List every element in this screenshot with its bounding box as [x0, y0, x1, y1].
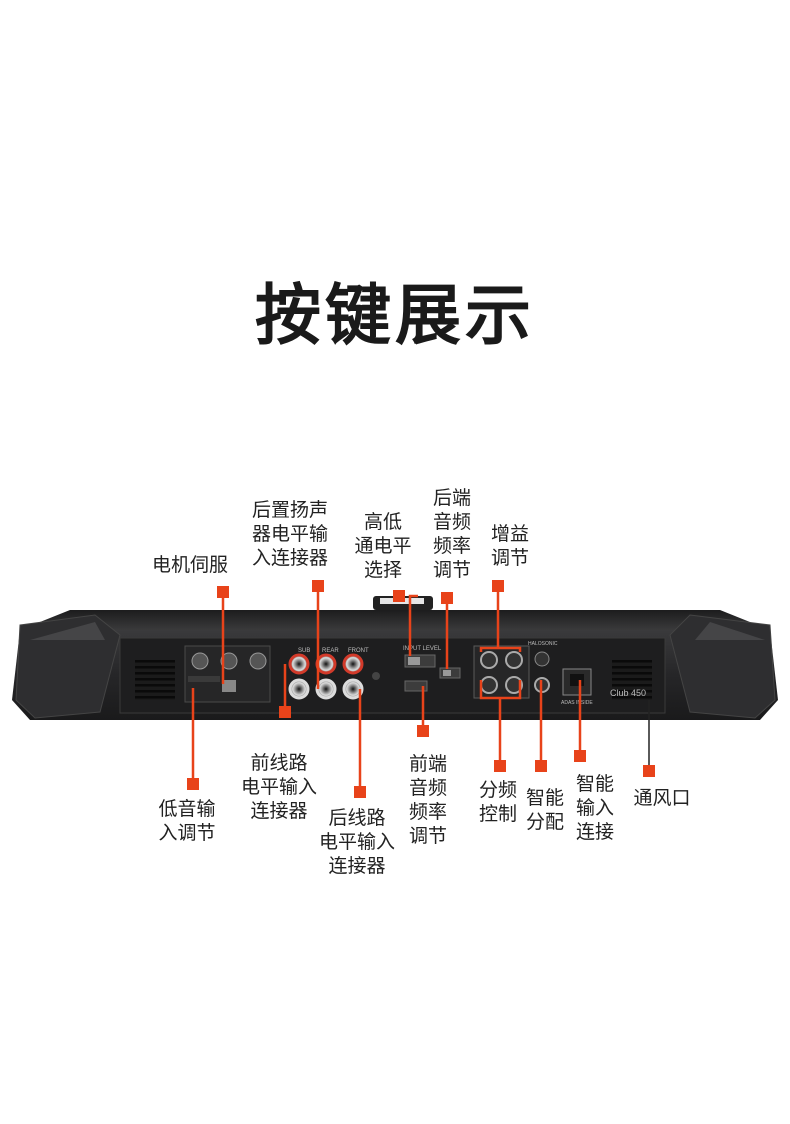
rca-jack-red	[288, 653, 310, 675]
marker	[535, 760, 547, 772]
label-front-freq-adjust: 前端 音频 频率 调节	[408, 753, 447, 847]
marker	[354, 786, 366, 798]
label-rear-freq-adjust: 后端 音频 频率 调节	[432, 487, 471, 581]
switch	[222, 680, 236, 692]
crossover-knob	[480, 676, 498, 694]
amplifier-top-face	[20, 610, 770, 630]
label-smart-input-connect: 智能 输入 连接	[575, 773, 614, 843]
page-title: 按键展示	[255, 277, 535, 354]
marker	[494, 760, 506, 772]
crossover-knob	[505, 676, 523, 694]
rca-jack-red	[315, 653, 337, 675]
label-smart-distribution: 智能 分配	[525, 787, 564, 833]
rca-jack-white	[315, 678, 337, 700]
marker	[643, 765, 655, 777]
label-crossover-control: 分频 控制	[478, 779, 517, 825]
label-hi-low-level-select: 高低 通电平 选择	[354, 511, 412, 581]
smart-knob	[534, 651, 550, 667]
marker	[417, 725, 429, 737]
marker	[217, 586, 229, 598]
marker	[492, 580, 504, 592]
label-gain-adjust: 增益 调节	[490, 523, 529, 569]
rca-jack-white	[342, 678, 364, 700]
callout-lines	[191, 591, 582, 788]
jack-label: REAR	[322, 648, 339, 654]
label-motor-servo: 电机伺服	[151, 554, 228, 576]
label-rear-line-input: 后线路 电平输入 连接器	[318, 807, 395, 877]
label-bass-input-adjust: 低音输 入调节	[158, 798, 216, 844]
left-end-cap	[15, 614, 121, 719]
right-vent-grille	[612, 660, 652, 700]
port-label: ADAS INSIDE	[561, 700, 593, 706]
right-end-cap	[669, 614, 776, 719]
marker	[441, 592, 453, 604]
marker	[187, 778, 199, 790]
gain-knob	[480, 651, 498, 669]
port-label: HALOSONIC	[528, 641, 558, 647]
knob	[220, 652, 238, 670]
label-front-line-input: 前线路 电平输入 连接器	[240, 752, 317, 822]
model-label: Club 450	[610, 688, 646, 698]
marker	[279, 706, 291, 718]
rca-jack-red	[342, 653, 364, 675]
jack-label: SUB	[298, 648, 310, 654]
jack-label: FRONT	[348, 648, 369, 654]
marker	[312, 580, 324, 592]
knob	[249, 652, 267, 670]
label-vent: 通风口	[633, 787, 691, 809]
gain-knob	[505, 651, 523, 669]
label-rear-speaker-input: 后置扬声 器电平输 入连接器	[251, 499, 328, 569]
knob	[191, 652, 209, 670]
marker	[393, 590, 405, 602]
left-vent-grille	[135, 660, 175, 700]
freq-switch	[404, 680, 428, 692]
marker	[574, 750, 586, 762]
switch-label: INPUT LEVEL	[403, 646, 442, 652]
rca-jack-white	[288, 678, 310, 700]
